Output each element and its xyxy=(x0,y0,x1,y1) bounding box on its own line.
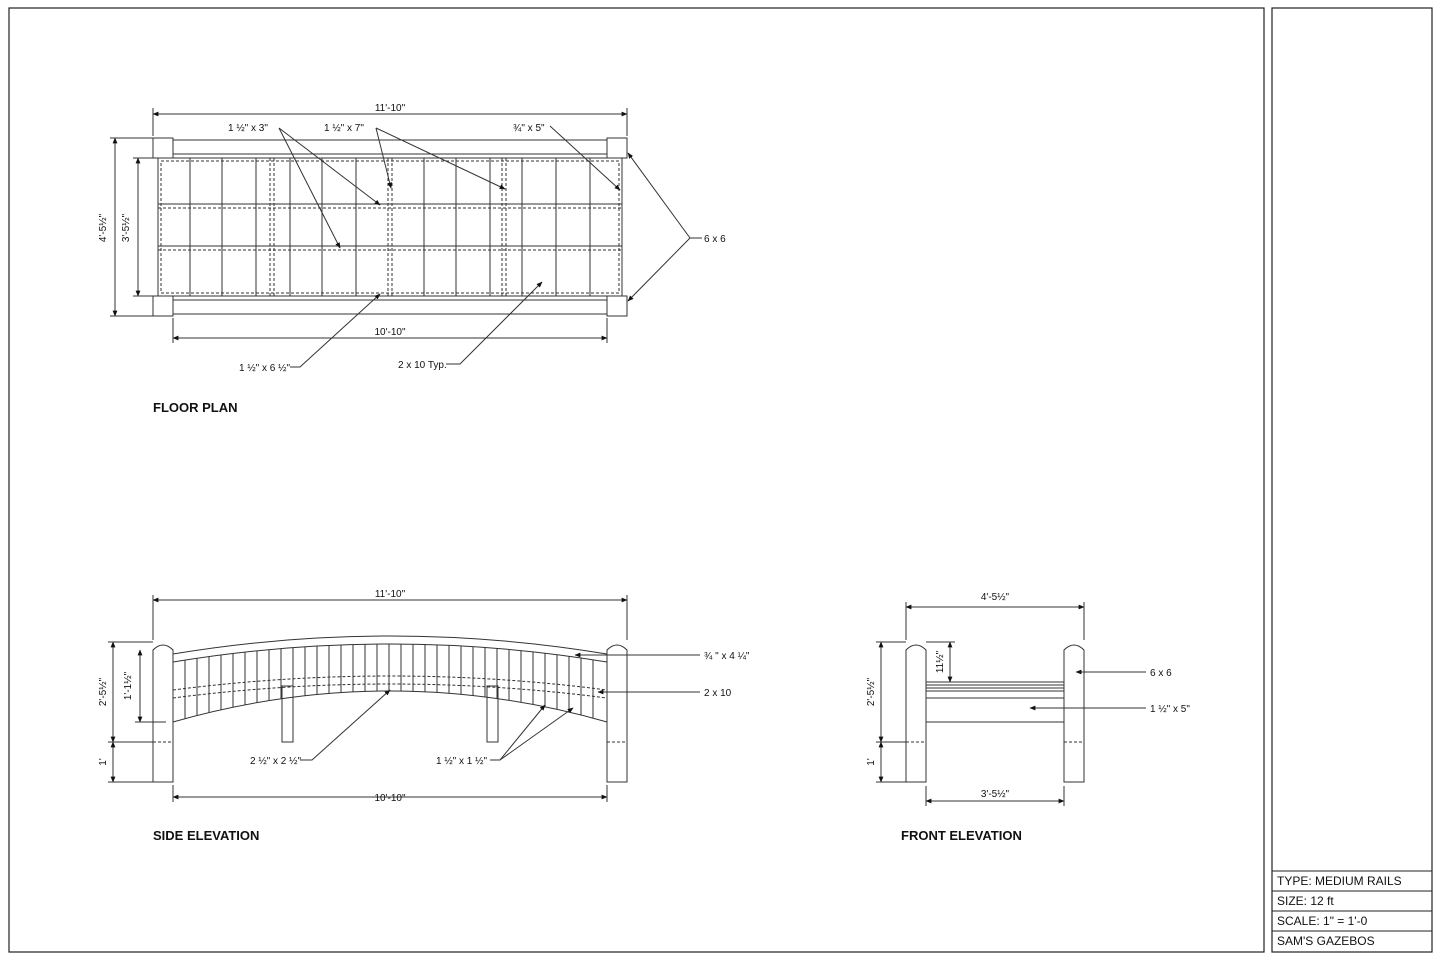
title-block-type: TYPE: MEDIUM RAILS xyxy=(1277,874,1402,888)
front-callout-deck: 1 ½" x 5" xyxy=(1150,704,1190,715)
post xyxy=(606,644,628,783)
post xyxy=(1063,644,1085,783)
front-dim-overall: 4'-5½" xyxy=(981,592,1010,603)
front-elevation-title: FRONT ELEVATION xyxy=(901,828,1022,843)
side-elevation xyxy=(108,595,700,802)
post xyxy=(905,644,927,783)
title-block-border xyxy=(1271,7,1433,953)
side-dim-overall: 11'-10" xyxy=(375,589,406,600)
post xyxy=(152,644,174,783)
post xyxy=(606,295,628,317)
side-dim-height: 2'-5½" xyxy=(98,677,109,706)
floor-callout-posts: 6 x 6 xyxy=(704,234,726,245)
title-block-size: SIZE: 12 ft xyxy=(1277,894,1334,908)
floor-callout-e: 2 x 10 Typ. xyxy=(398,360,447,371)
floor-callout-a: 1 ½" x 3" xyxy=(228,123,268,134)
title-block-company: SAM'S GAZEBOS xyxy=(1277,934,1375,948)
floor-dim-width-inner: 3'-5½" xyxy=(121,213,132,242)
floor-callout-d: 1 ½" x 6 ½" xyxy=(239,363,290,374)
front-dim-rail: 11½" xyxy=(935,650,946,673)
post xyxy=(152,137,174,159)
floor-plan xyxy=(110,108,702,368)
floor-callout-c: ¾" x 5" xyxy=(513,123,545,134)
side-callout-joist: 2 x 10 xyxy=(704,688,732,699)
side-dim-inner: 10'-10" xyxy=(374,793,405,804)
floor-dim-inner: 10'-10" xyxy=(374,327,405,338)
title-block xyxy=(1272,870,1432,932)
floor-dim-width-outer: 4'-5½" xyxy=(98,213,109,242)
post xyxy=(606,137,628,159)
side-dim-footing: 1' xyxy=(98,758,109,766)
floor-plan-title: FLOOR PLAN xyxy=(153,400,238,415)
side-callout-leg: 2 ½" x 2 ½" xyxy=(250,756,301,767)
floor-dim-overall: 11'-10" xyxy=(375,103,406,114)
side-dim-rail: 1'-1½" xyxy=(123,671,134,700)
side-callout-baluster: 1 ½" x 1 ½" xyxy=(436,756,487,767)
front-dim-height: 2'-5½" xyxy=(866,677,877,706)
front-callout-posts: 6 x 6 xyxy=(1150,668,1172,679)
post xyxy=(152,295,174,317)
front-dim-footing: 1' xyxy=(866,758,877,766)
front-dim-inner: 3'-5½" xyxy=(981,789,1010,800)
side-callout-rail: ¾ " x 4 ¼" xyxy=(704,650,750,662)
floor-callout-b: 1 ½" x 7" xyxy=(324,123,364,134)
title-block-scale: SCALE: 1" = 1'-0 xyxy=(1277,914,1368,928)
sheet-border xyxy=(8,7,1265,953)
front-elevation xyxy=(876,602,1146,806)
side-elevation-title: SIDE ELEVATION xyxy=(153,828,259,843)
